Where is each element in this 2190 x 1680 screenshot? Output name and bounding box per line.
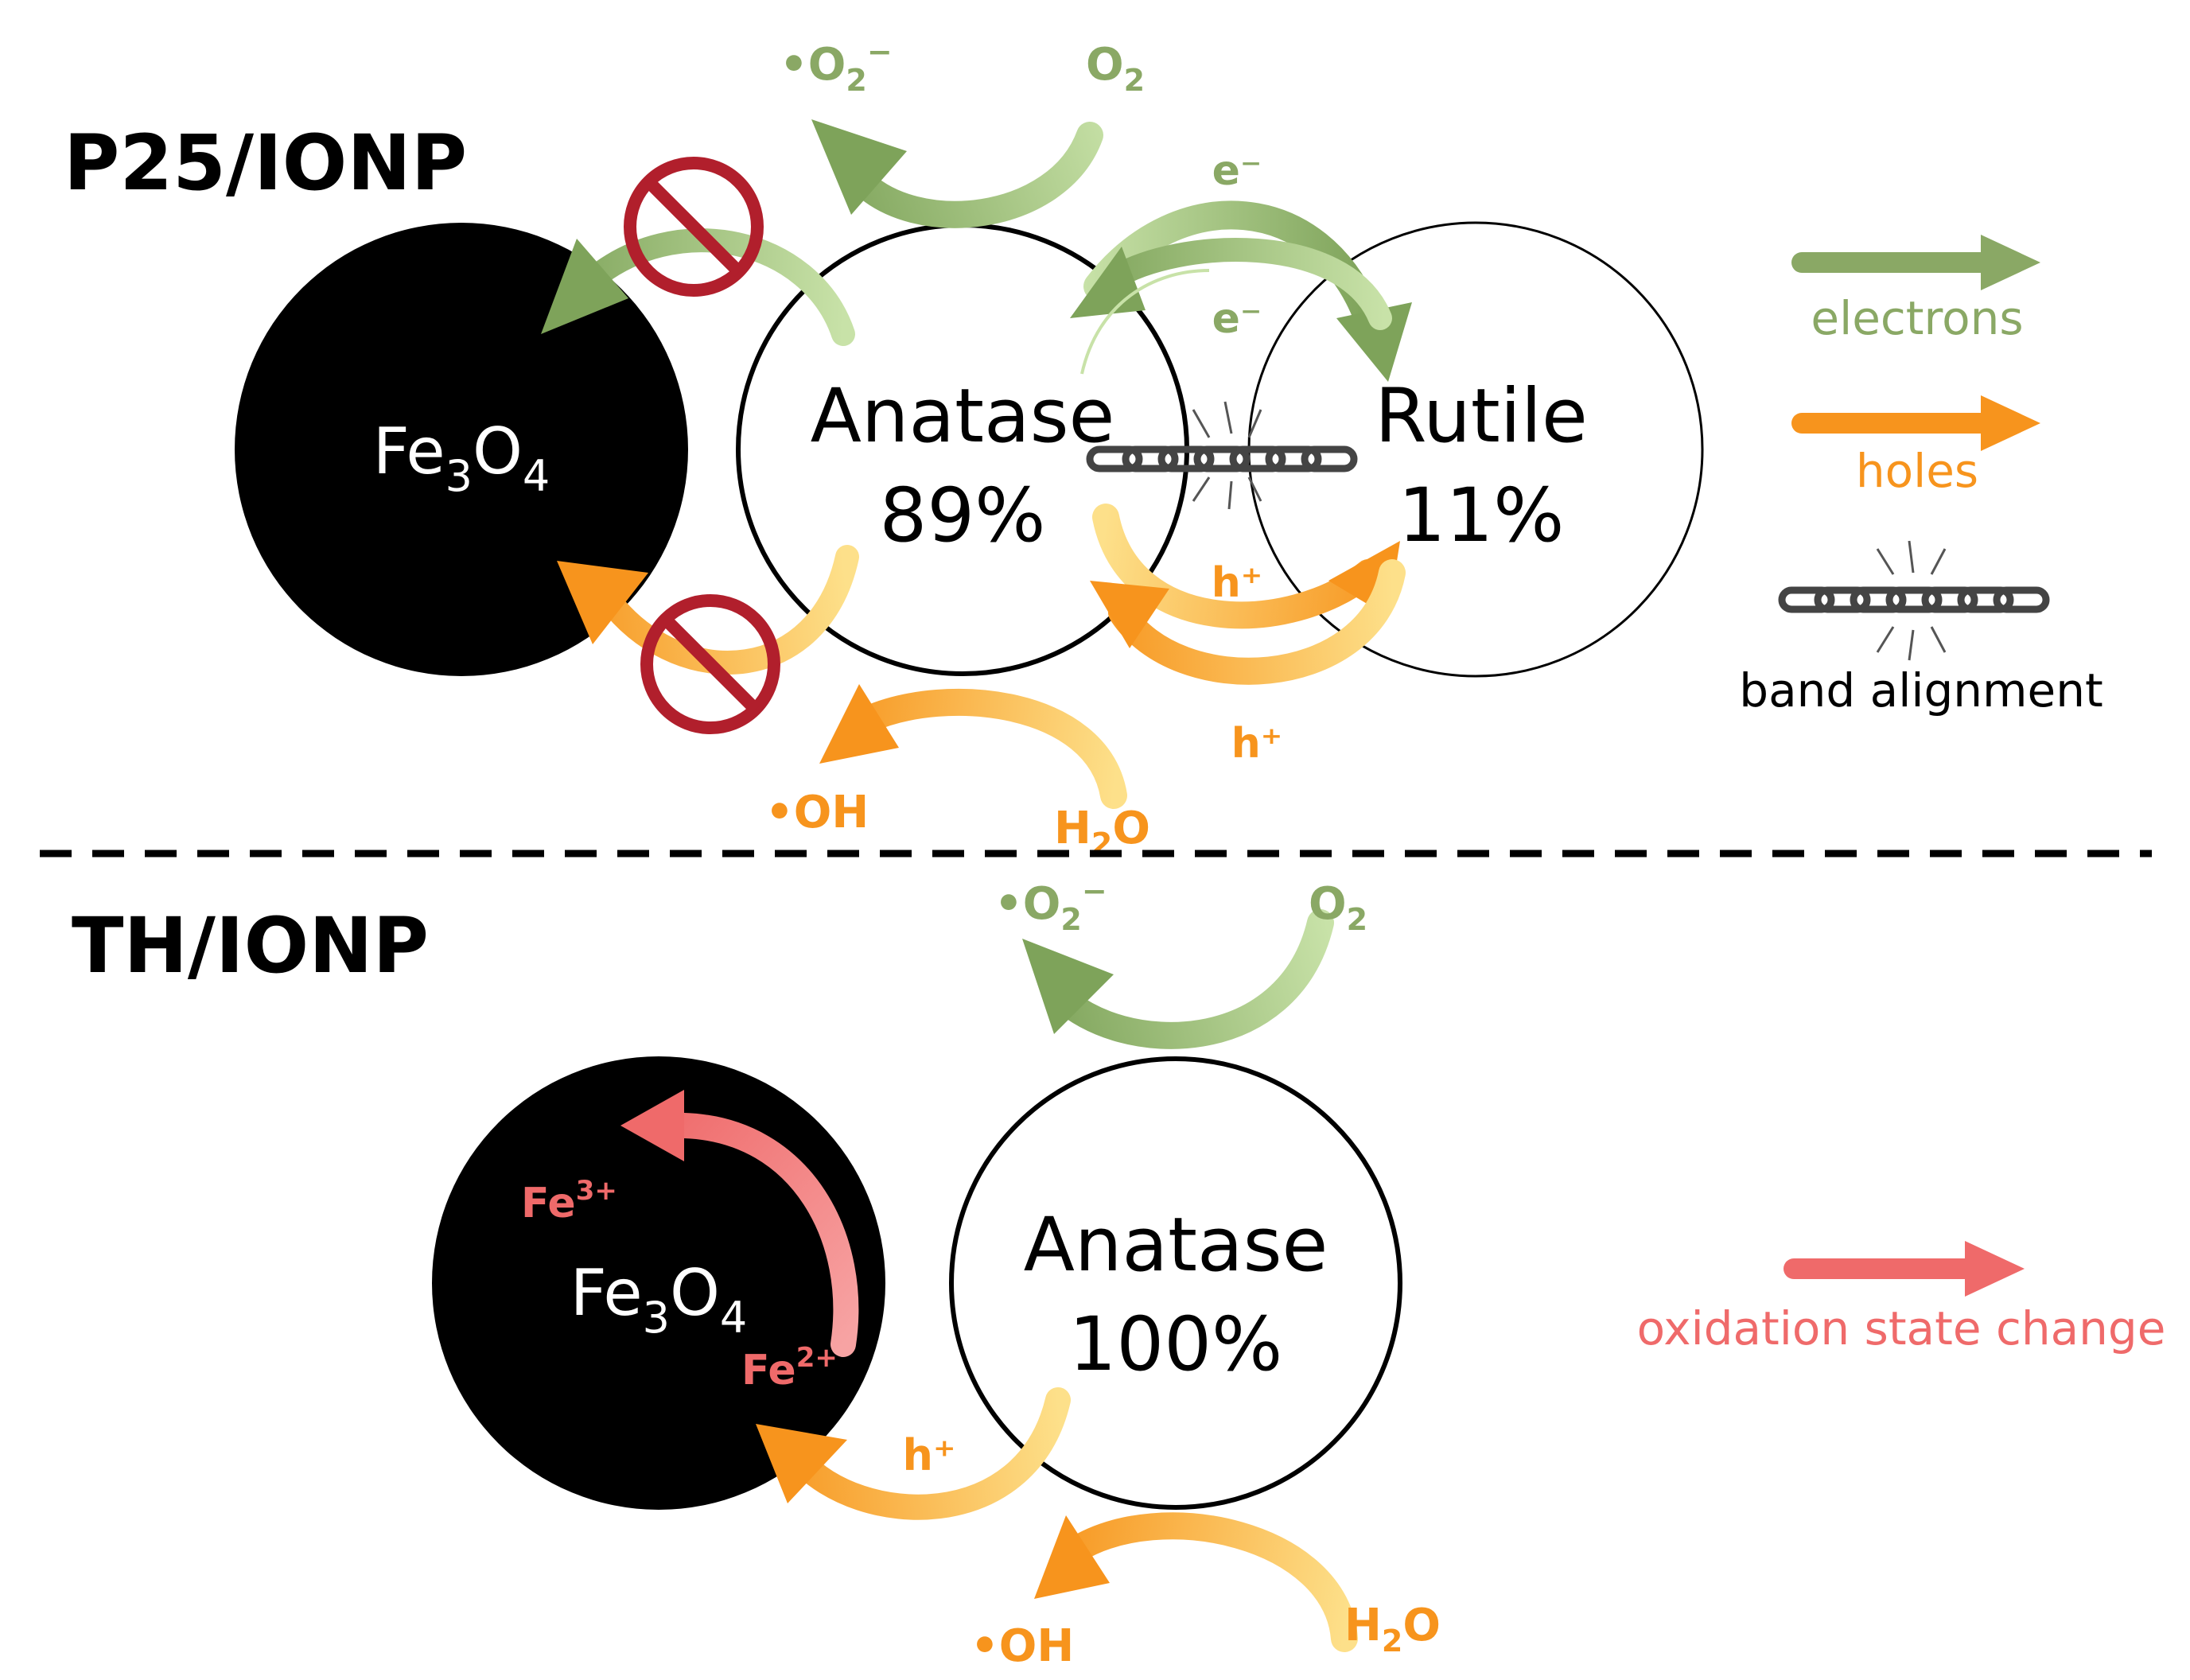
bottom-oxidation-arrow (671, 1113, 859, 1357)
top-electron-rutile-to-anatase-arrow (1102, 238, 1392, 330)
top-blocked-hole-arrow (601, 545, 859, 675)
legend-band-alignment: band alignment (1739, 540, 2103, 718)
bottom-oxidation-arrowhead (620, 1090, 684, 1161)
top-anatase-percent: 89% (880, 472, 1046, 559)
top-forbidden-icon-holes (640, 594, 780, 734)
bottom-hydroxyl-arrow (1060, 1512, 1358, 1652)
top-hydroxyl-arrow (854, 688, 1127, 809)
bottom-superoxide-arrowhead (1022, 939, 1114, 1034)
legend-holes-label: holes (1856, 444, 1978, 498)
top-electron-thin-stroke (1080, 269, 1210, 375)
bottom-hydroxyl-arrowhead (1034, 1515, 1110, 1599)
bottom-water-label: H2O (1344, 1600, 1441, 1659)
legend-chain-icon (1778, 586, 2050, 613)
top-superoxide-arrow (846, 122, 1103, 228)
top-electron-anatase-to-rutile-arrowhead (1336, 302, 1412, 382)
top-water-label: H2O (1054, 803, 1150, 861)
top-fe3o4-label: Fe3O4 (373, 414, 550, 501)
top-hole-rutile-to-anatase-arrow (1108, 559, 1406, 685)
top-hydroxyl-arrowhead (819, 684, 899, 764)
top-forbidden-icon-electrons (624, 157, 764, 297)
top-rutile-name: Rutile (1375, 373, 1588, 460)
legend-oxidation: oxidation state change (1637, 1241, 2166, 1355)
bottom-panel-title: TH/IONP (72, 901, 429, 990)
legend-band-alignment-label: band alignment (1739, 663, 2102, 718)
legend-oxidation-label: oxidation state change (1637, 1301, 2166, 1355)
bottom-fe3o4-label: Fe3O4 (570, 1256, 748, 1343)
top-hole-rutile-to-anatase-arrowhead (1090, 581, 1169, 648)
bottom-anatase-name: Anatase (1024, 1202, 1328, 1289)
bottom-hole-transfer-arrowhead (756, 1424, 847, 1503)
top-hydroxyl-label: •OH (765, 787, 869, 838)
top-superoxide-label: •O2− (780, 34, 893, 98)
top-anatase-name: Anatase (811, 373, 1115, 460)
legend-electrons: electrons (1791, 235, 2040, 345)
top-fe3o4-particle (235, 223, 688, 676)
top-superoxide-arrowhead (811, 119, 907, 215)
top-rutile-percent: 11% (1398, 472, 1565, 559)
bottom-hole-label: h⁺ (903, 1430, 956, 1480)
legend: electrons holes (1637, 235, 2166, 1355)
top-blocked-hole-arrowhead (557, 561, 648, 644)
bottom-fe3plus-label: Fe3+ (521, 1175, 617, 1227)
bottom-hole-transfer-arrow (787, 1387, 1071, 1520)
bottom-superoxide-arrow (1044, 909, 1334, 1049)
top-oxygen-label: O2 (1086, 39, 1145, 98)
top-blocked-electron-arrow (577, 228, 855, 346)
bottom-fe3o4-particle (432, 1056, 885, 1510)
top-band-alignment-chain (1086, 401, 1358, 510)
legend-holes: holes (1791, 395, 2040, 498)
bottom-superoxide-label: •O2− (994, 873, 1107, 937)
bottom-hydroxyl-label: •OH (971, 1620, 1074, 1672)
bottom-anatase-percent: 100% (1069, 1301, 1283, 1388)
top-electron-label-lower: e⁻ (1212, 295, 1262, 343)
top-electron-label-upper: e⁻ (1212, 147, 1262, 195)
bottom-oxygen-label: O2 (1309, 878, 1367, 937)
legend-electrons-label: electrons (1811, 291, 2023, 345)
top-hole-anatase-to-rutile-arrow (1092, 504, 1382, 629)
top-panel-title: P25/IONP (64, 119, 467, 208)
top-hole-label-upper: h⁺ (1212, 559, 1262, 607)
top-blocked-electron-arrowhead (541, 239, 628, 334)
bottom-fe2plus-label: Fe2+ (741, 1342, 838, 1394)
top-hole-label-lower: h⁺ (1231, 720, 1282, 768)
